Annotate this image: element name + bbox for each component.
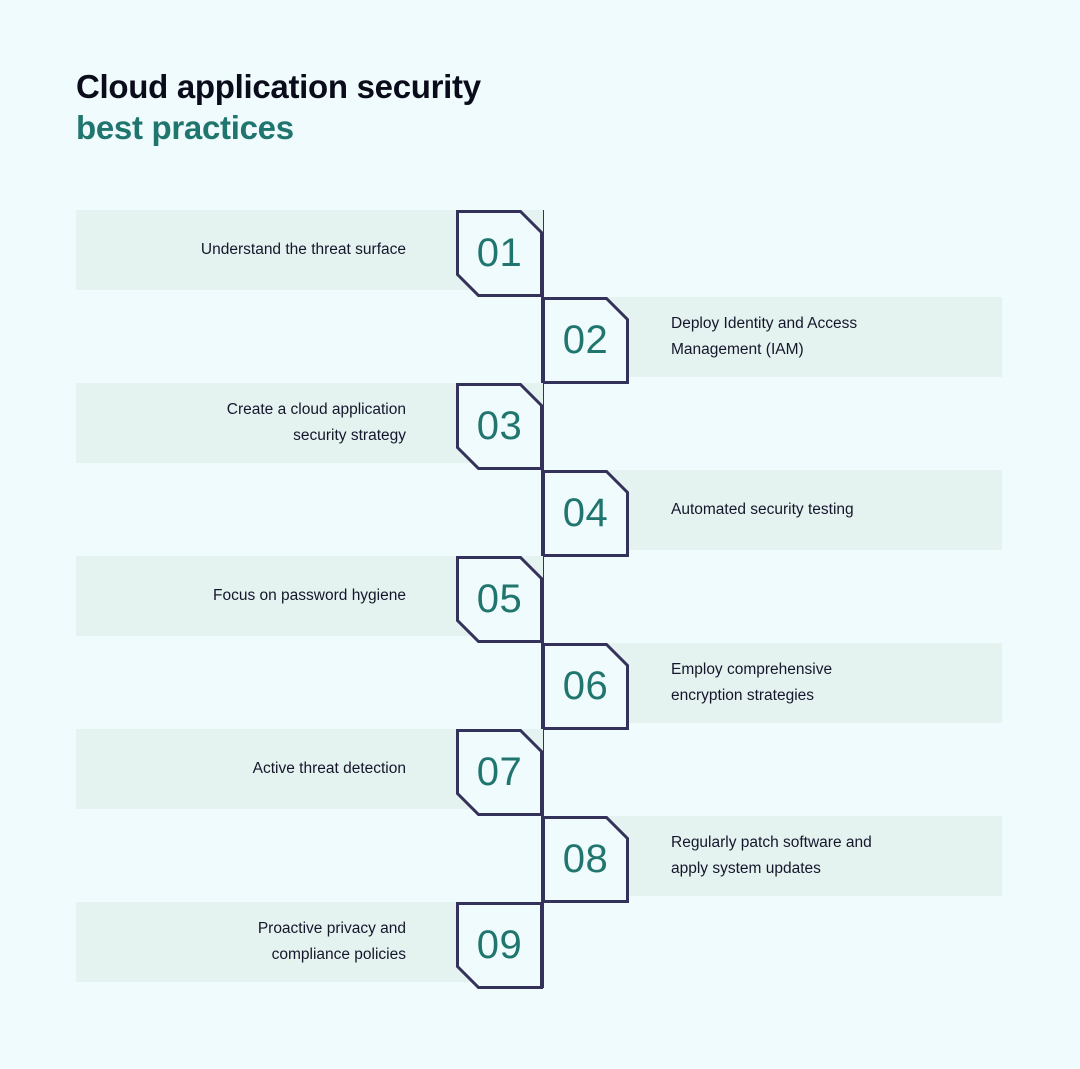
badge-outline-shape — [456, 383, 543, 470]
step-number: 09 — [476, 923, 523, 967]
step-label-line: Management (IAM) — [671, 340, 804, 358]
timeline-row: Employ comprehensive encryption strategie… — [0, 642, 1080, 730]
step-label-line: Proactive privacy and — [257, 920, 406, 937]
step-label-line: security strategy — [293, 427, 406, 444]
page-title-line-1: Cloud application security — [76, 68, 481, 105]
timeline-row: Automated security testing 04 — [0, 469, 1080, 557]
step-number: 02 — [562, 317, 609, 362]
step-number-badge: 07 — [456, 729, 543, 816]
badge-outline-shape — [542, 296, 629, 384]
step-label: Proactive privacy and compliance policies — [96, 902, 406, 982]
step-label-line: compliance policies — [271, 946, 406, 963]
step-label-line: apply system updates — [671, 859, 821, 877]
timeline-row: Regularly patch software and apply system… — [0, 815, 1080, 903]
step-number-badge: 06 — [542, 642, 629, 730]
badge-outline-shape — [542, 469, 629, 557]
step-label-line: Regularly patch software and — [671, 833, 872, 851]
step-number: 07 — [476, 750, 523, 794]
step-label-line: Focus on password hygiene — [212, 587, 406, 604]
step-label-line: Deploy Identity and Access — [671, 314, 858, 332]
step-label-line: Create a cloud application — [226, 401, 406, 418]
step-number-badge: 03 — [456, 383, 543, 470]
badge-outline-shape — [542, 642, 629, 730]
step-label: Focus on password hygiene — [96, 556, 406, 636]
timeline-row: Focus on password hygiene 05 — [0, 556, 1080, 643]
timeline-row: Active threat detection 07 — [0, 729, 1080, 816]
step-label: Regularly patch software and apply system… — [671, 816, 1001, 896]
step-label-line: Employ comprehensive — [671, 660, 833, 678]
badge-outline-shape — [456, 556, 543, 643]
page-title-line-2: best practices — [76, 109, 294, 146]
timeline-row: Proactive privacy and compliance policies… — [0, 902, 1080, 989]
step-label: Automated security testing — [671, 470, 1001, 550]
step-number: 04 — [562, 490, 609, 535]
timeline-row: Understand the threat surface 01 — [0, 210, 1080, 297]
step-label: Create a cloud application security strat… — [96, 383, 406, 463]
step-label: Active threat detection — [96, 729, 406, 809]
step-number: 06 — [562, 663, 609, 708]
badge-outline-shape — [456, 729, 543, 816]
step-label-line: Automated security testing — [671, 500, 854, 518]
step-label-line: Understand the threat surface — [200, 241, 406, 258]
step-number: 03 — [476, 404, 523, 448]
step-number-badge: 04 — [542, 469, 629, 557]
step-number: 08 — [562, 836, 609, 881]
step-number-badge: 02 — [542, 296, 629, 384]
step-number-badge: 09 — [456, 902, 543, 989]
step-label: Employ comprehensive encryption strategie… — [671, 643, 1001, 723]
step-number: 05 — [476, 577, 523, 621]
page-title: Cloud application security best practice… — [76, 66, 776, 148]
step-label: Understand the threat surface — [96, 210, 406, 290]
badge-outline-shape — [456, 902, 543, 989]
step-number-badge: 08 — [542, 815, 629, 903]
step-number-badge: 05 — [456, 556, 543, 643]
step-number: 01 — [476, 231, 523, 275]
step-label-line: encryption strategies — [671, 686, 815, 704]
step-number-badge: 01 — [456, 210, 543, 297]
badge-outline-shape — [542, 815, 629, 903]
timeline-row: Create a cloud application security strat… — [0, 383, 1080, 470]
badge-outline-shape — [456, 210, 543, 297]
step-label-line: Active threat detection — [252, 760, 406, 777]
